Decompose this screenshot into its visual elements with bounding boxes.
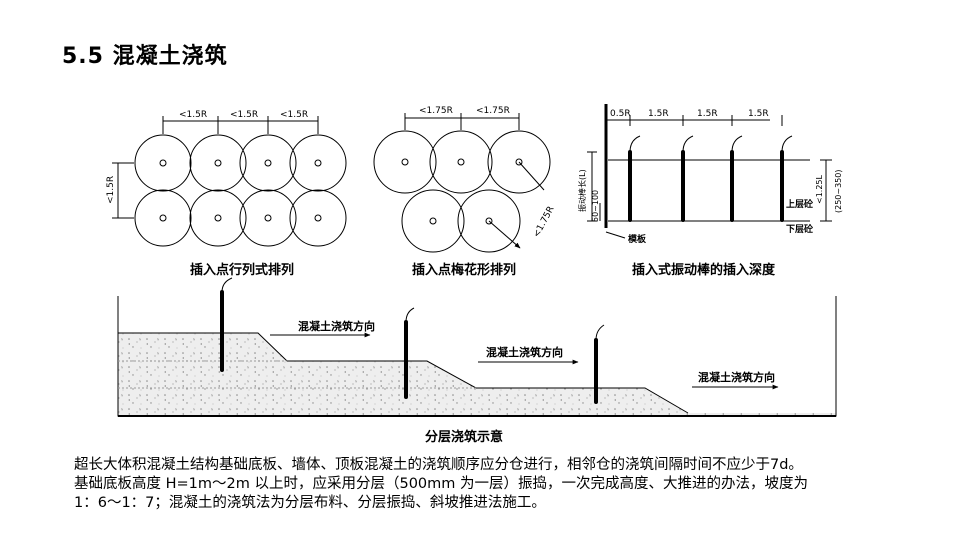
fig1-side-label: <1.5R bbox=[106, 176, 116, 204]
description: 超长大体积混凝土结构基础底板、墙体、顶板混凝土的浇筑顺序应分仓进行，相邻仓的浇筑… bbox=[74, 456, 894, 513]
rod-length-label: 振动棒长(L) bbox=[577, 169, 587, 212]
fig3-caption: 插入式振动棒的插入深度 bbox=[632, 262, 776, 278]
layer-depth-range: (250~350) bbox=[834, 170, 843, 213]
fig3-dim-label: 1.5R bbox=[748, 109, 769, 119]
layer-depth-label: <1.25L bbox=[815, 174, 824, 204]
description-line: 基础底板高度 H=1m～2m 以上时，应采用分层（500mm 为一层）振捣，一次… bbox=[74, 476, 809, 492]
pour-direction-label: 混凝土浇筑方向 bbox=[486, 345, 563, 359]
lower-layer-label: 下层砼 bbox=[786, 223, 814, 235]
fig2-spacing-label: <1.75R bbox=[419, 106, 453, 116]
fig1-spacing-label: <1.5R bbox=[230, 110, 258, 120]
fig-grid-arrangement bbox=[112, 116, 347, 247]
fig3-dim-label: 1.5R bbox=[697, 109, 718, 119]
fig1-caption: 插入点行列式排列 bbox=[190, 262, 294, 278]
overlap-label: 50~100 bbox=[591, 190, 600, 222]
fig3-dim-label: 1.5R bbox=[648, 109, 669, 119]
fig1-spacing-label: <1.5R bbox=[179, 110, 207, 120]
fig2-diag-label: <1.75R bbox=[532, 205, 557, 240]
description-line: 超长大体积混凝土结构基础底板、墙体、顶板混凝土的浇筑顺序应分仓进行，相邻仓的浇筑… bbox=[74, 457, 803, 473]
pour-direction-label: 混凝土浇筑方向 bbox=[698, 370, 775, 384]
fig-insertion-depth bbox=[587, 104, 832, 239]
fig1-spacing-label: <1.5R bbox=[280, 110, 308, 120]
pour-direction-label: 混凝土浇筑方向 bbox=[298, 319, 375, 333]
formwork-label: 模板 bbox=[628, 233, 647, 245]
fig-quincunx-arrangement bbox=[373, 113, 551, 253]
fig-layered-pouring bbox=[117, 277, 837, 417]
fig3-dim-label: 0.5R bbox=[610, 109, 631, 119]
fig2-spacing-label: <1.75R bbox=[476, 106, 510, 116]
upper-layer-label: 上层砼 bbox=[786, 198, 814, 210]
description-line: 1：6～1：7；混凝土的浇筑法为分层布料、分层振捣、斜坡推进法施工。 bbox=[74, 495, 546, 511]
slide-title: 5.5 混凝土浇筑 bbox=[62, 44, 228, 69]
fig2-caption: 插入点梅花形排列 bbox=[412, 262, 516, 278]
fig4-caption: 分层浇筑示意 bbox=[425, 429, 503, 445]
